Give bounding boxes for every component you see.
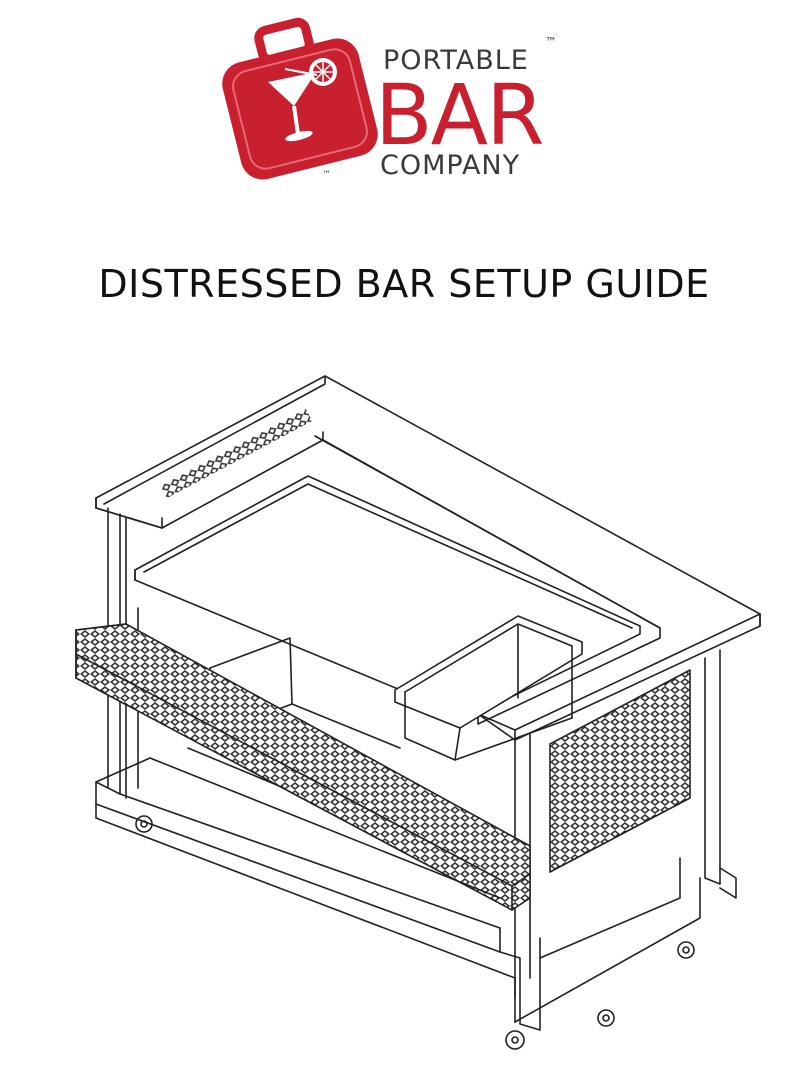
page-title: DISTRESSED BAR SETUP GUIDE (0, 262, 808, 306)
logo-mark: ™ PORTABLE ™ BAR COMPANY (220, 14, 580, 189)
portable-bar-company-logo: ™ PORTABLE ™ BAR COMPANY (220, 14, 580, 189)
icon-trademark: ™ (322, 170, 331, 180)
suitcase-cocktail-icon: ™ (220, 21, 382, 185)
bar-illustration (60, 358, 770, 1058)
brand-company-text: COMPANY (380, 150, 520, 181)
brand-trademark: ™ (545, 35, 557, 49)
